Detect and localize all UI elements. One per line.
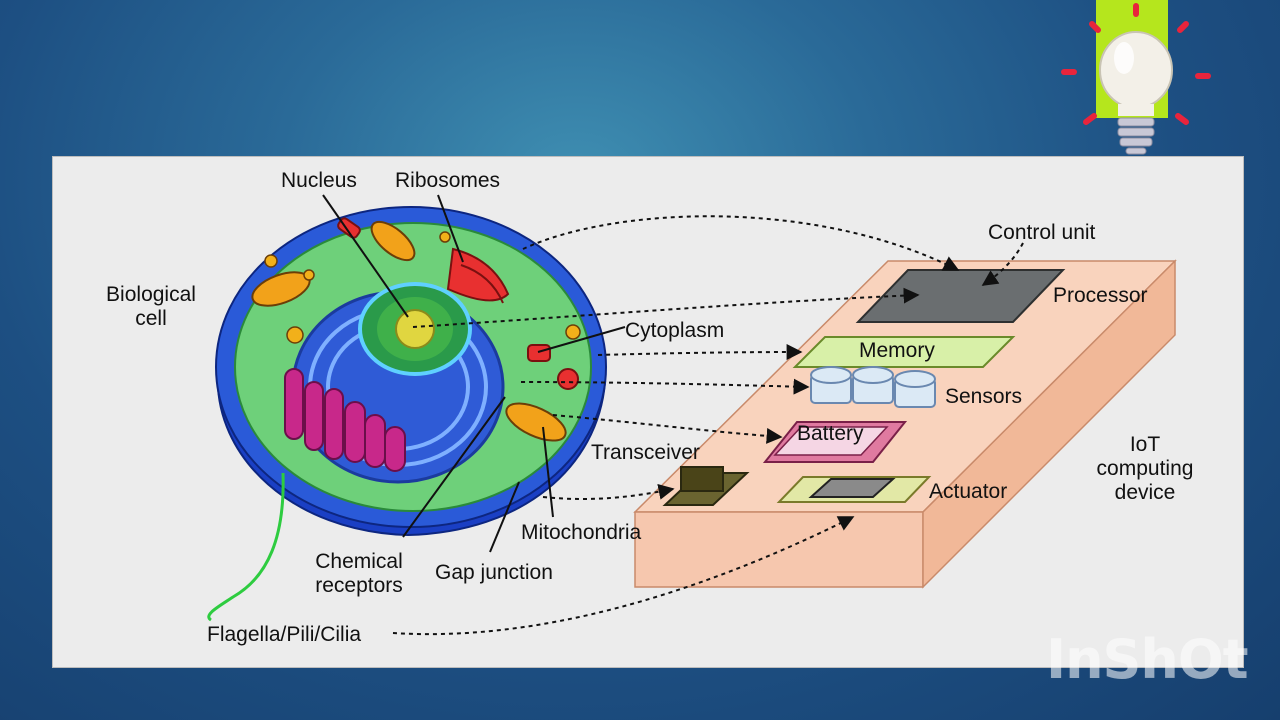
label-iot-device-3: device [1115,481,1176,504]
label-iot-device-2: computing [1097,457,1194,480]
label-iot-device: IoT [1130,433,1161,456]
label-cytoplasm: Cytoplasm [625,319,724,342]
label-biological-cell-2: cell [135,307,167,330]
diagram-panel: Nucleus Ribosomes Biological cell Cytopl… [52,156,1244,668]
iot-device-illustration [635,261,1175,587]
label-control-unit: Control unit [988,221,1096,244]
label-chemical-receptors-2: receptors [315,574,403,597]
lightbulb-icon [1058,0,1218,160]
label-gap-junction: Gap junction [435,561,553,584]
label-actuator: Actuator [929,480,1007,503]
nucleolus [396,310,434,348]
label-transceiver: Transceiver [591,441,700,464]
label-biological-cell: Biological [106,283,196,306]
label-chemical-receptors: Chemical [315,550,403,573]
label-memory: Memory [859,339,935,362]
label-battery: Battery [797,422,864,445]
label-flagella: Flagella/Pili/Cilia [207,623,361,646]
flagella-stroke [209,473,283,620]
label-mitochondria: Mitochondria [521,521,642,544]
sensors-cylinders [811,367,935,407]
label-sensors: Sensors [945,385,1022,408]
inshot-watermark: InShOt [1046,628,1248,691]
biological-cell-illustration [216,207,606,535]
label-processor: Processor [1053,284,1148,307]
cell-iot-diagram: Nucleus Ribosomes Biological cell Cytopl… [53,157,1243,667]
label-ribosomes: Ribosomes [395,169,500,192]
label-nucleus: Nucleus [281,169,357,192]
